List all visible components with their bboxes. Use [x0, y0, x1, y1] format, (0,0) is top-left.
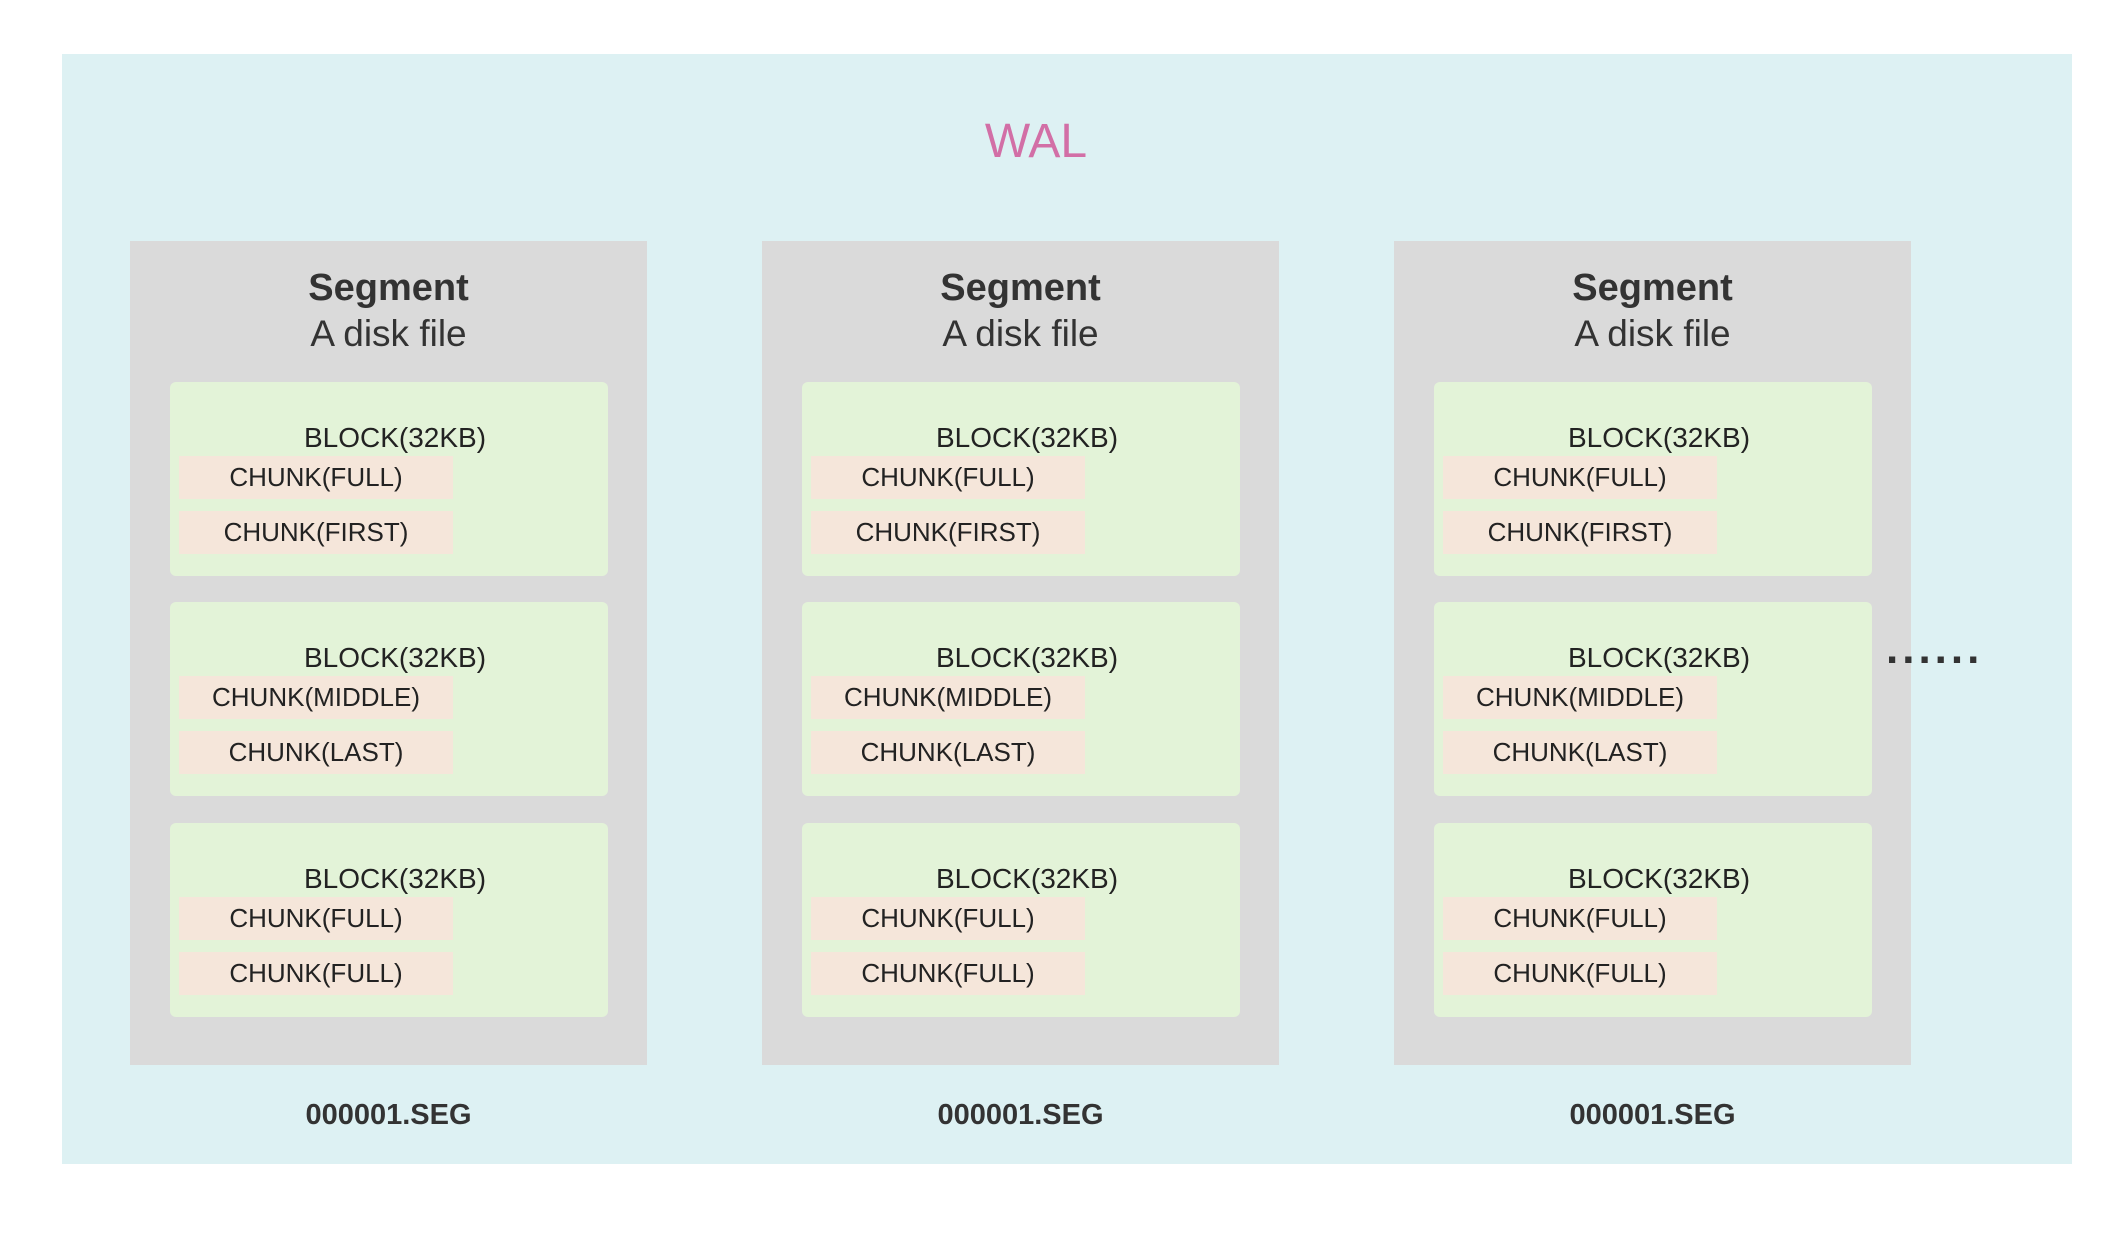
- chunk: CHUNK(FULL): [179, 952, 453, 995]
- block-label: BLOCK(32KB): [935, 863, 1119, 894]
- chunk: CHUNK(MIDDLE): [179, 676, 453, 719]
- block-label: BLOCK(32KB): [303, 422, 487, 453]
- block: BLOCK(32KB) CHUNK(FULL) CHUNK(FIRST): [1434, 382, 1872, 576]
- segment-title: Segment: [1572, 267, 1733, 309]
- chunk: CHUNK(FULL): [179, 897, 453, 940]
- block: BLOCK(32KB) CHUNK(MIDDLE) CHUNK(LAST): [170, 602, 608, 796]
- segment-subtitle: A disk file: [1574, 313, 1731, 354]
- block-label: BLOCK(32KB): [303, 642, 487, 673]
- block: BLOCK(32KB) CHUNK(FULL) CHUNK(FULL): [170, 823, 608, 1017]
- segment-2: Segment A disk file BLOCK(32KB) CHUNK(FU…: [762, 241, 1279, 1065]
- block-label: BLOCK(32KB): [1567, 863, 1751, 894]
- chunk: CHUNK(FIRST): [1443, 511, 1717, 554]
- segment-subtitle: A disk file: [942, 313, 1099, 354]
- block: BLOCK(32KB) CHUNK(MIDDLE) CHUNK(LAST): [1434, 602, 1872, 796]
- chunk: CHUNK(FULL): [1443, 952, 1717, 995]
- block-label: BLOCK(32KB): [935, 422, 1119, 453]
- block: BLOCK(32KB) CHUNK(FULL) CHUNK(FULL): [802, 823, 1240, 1017]
- segment-1: Segment A disk file BLOCK(32KB) CHUNK(FU…: [130, 241, 647, 1065]
- chunk: CHUNK(MIDDLE): [811, 676, 1085, 719]
- block-label: BLOCK(32KB): [1567, 642, 1751, 673]
- chunk: CHUNK(MIDDLE): [1443, 676, 1717, 719]
- segment-file-name: 000001.SEG: [1569, 1099, 1736, 1131]
- chunk: CHUNK(FULL): [811, 897, 1085, 940]
- block: BLOCK(32KB) CHUNK(MIDDLE) CHUNK(LAST): [802, 602, 1240, 796]
- wal-title: WAL: [984, 115, 1088, 168]
- block-label: BLOCK(32KB): [1567, 422, 1751, 453]
- chunk: CHUNK(FULL): [811, 456, 1085, 499]
- chunk: CHUNK(LAST): [179, 731, 453, 774]
- block: BLOCK(32KB) CHUNK(FULL) CHUNK(FULL): [1434, 823, 1872, 1017]
- block: BLOCK(32KB) CHUNK(FULL) CHUNK(FIRST): [170, 382, 608, 576]
- block: BLOCK(32KB) CHUNK(FULL) CHUNK(FIRST): [802, 382, 1240, 576]
- segment-title: Segment: [308, 267, 469, 309]
- segment-3: Segment A disk file BLOCK(32KB) CHUNK(FU…: [1394, 241, 1911, 1065]
- segment-header: Segment A disk file: [1394, 265, 1911, 357]
- more-segments-ellipsis: ......: [1886, 624, 1984, 673]
- chunk: CHUNK(LAST): [1443, 731, 1717, 774]
- chunk: CHUNK(FULL): [1443, 897, 1717, 940]
- segment-file-name: 000001.SEG: [305, 1099, 472, 1131]
- segment-file-name: 000001.SEG: [937, 1099, 1104, 1131]
- segment-subtitle: A disk file: [310, 313, 467, 354]
- chunk: CHUNK(FULL): [179, 456, 453, 499]
- chunk: CHUNK(LAST): [811, 731, 1085, 774]
- chunk: CHUNK(FULL): [1443, 456, 1717, 499]
- chunk: CHUNK(FIRST): [811, 511, 1085, 554]
- segment-title: Segment: [940, 267, 1101, 309]
- chunk: CHUNK(FIRST): [179, 511, 453, 554]
- wal-container: WAL Segment A disk file BLOCK(32KB) CHUN…: [62, 54, 2072, 1164]
- chunk: CHUNK(FULL): [811, 952, 1085, 995]
- block-label: BLOCK(32KB): [935, 642, 1119, 673]
- block-label: BLOCK(32KB): [303, 863, 487, 894]
- segment-header: Segment A disk file: [130, 265, 647, 357]
- segment-header: Segment A disk file: [762, 265, 1279, 357]
